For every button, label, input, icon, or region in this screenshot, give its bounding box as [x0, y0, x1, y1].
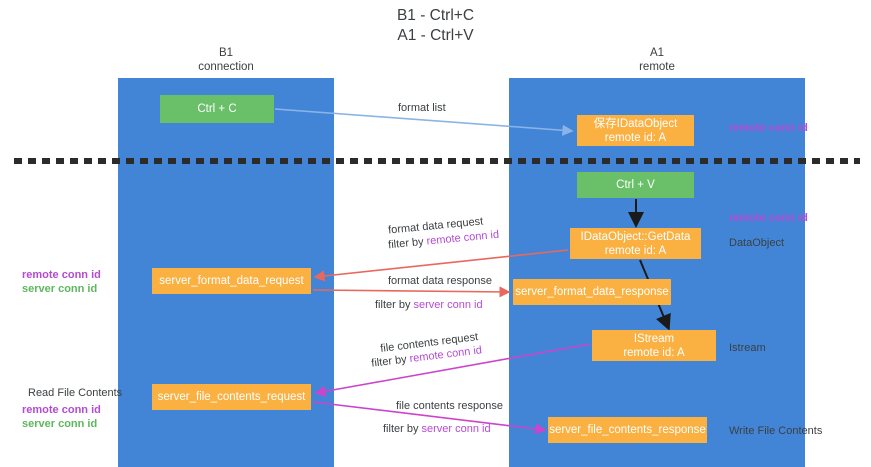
edge-file-contents-request — [314, 343, 591, 397]
annotation-istream: Istream — [729, 342, 766, 354]
node-idataobject-line1: 保存IDataObject — [593, 117, 678, 130]
annotation-read-file-contents: Read File Contents — [28, 387, 123, 399]
node-istream-text: IStream remote id: A — [623, 332, 684, 360]
annotation-remote-conn-id-top: remote conn id — [729, 122, 808, 134]
node-server-format-data-request[interactable]: server_format_data_request — [152, 268, 311, 294]
lane-a1-subtitle: remote — [639, 61, 675, 73]
node-idataobject[interactable]: 保存IDataObject remote id: A — [577, 115, 694, 146]
node-idataobject-text: 保存IDataObject remote id: A — [594, 117, 678, 145]
node-idataobject-line2: remote id: A — [604, 131, 667, 144]
node-istream-line2: remote id: A — [623, 346, 685, 359]
node-server-file-contents-request[interactable]: server_file_contents_request — [152, 384, 311, 410]
node-server-format-data-response[interactable]: server_format_data_response — [513, 279, 671, 305]
node-ctrl-v[interactable]: Ctrl + V — [577, 172, 694, 198]
node-server-file-contents-request-label: server_file_contents_request — [157, 391, 306, 403]
page-title: B1 - Ctrl+C A1 - Ctrl+V — [0, 6, 871, 46]
node-server-file-contents-response[interactable]: server_file_contents_response — [548, 417, 707, 443]
annotation-left-remote-conn-id-2: remote conn id — [22, 404, 101, 416]
annotation-left-server-conn-id-1: server conn id — [22, 283, 98, 295]
annotation-left-group-1: remote conn id server conn id — [22, 268, 101, 296]
edge-label-file-contents-response: file contents response — [396, 400, 504, 412]
edge-format-list — [274, 108, 574, 136]
node-server-format-data-request-label: server_format_data_request — [159, 275, 304, 287]
filter-prefix: filter by — [387, 235, 428, 252]
annotation-remote-conn-id-mid: remote conn id — [729, 212, 808, 224]
phase-divider — [14, 158, 860, 164]
node-getdata-line1: IDataObject::GetData — [580, 230, 691, 243]
edge-label-format-data-response-filter: filter by server conn id — [375, 298, 483, 312]
lane-header-b1: B1 connection — [146, 46, 306, 74]
node-ctrl-v-label: Ctrl + V — [616, 179, 655, 191]
edge-label-format-data-response: format data response — [388, 275, 492, 287]
edge-label-format-list: format list — [398, 102, 446, 114]
node-ctrl-c-label: Ctrl + C — [197, 103, 237, 115]
annotation-left-group-2: remote conn id server conn id — [22, 403, 101, 431]
node-istream-line1: IStream — [633, 332, 675, 345]
lane-b1-name: B1 — [218, 47, 234, 59]
node-server-file-contents-response-label: server_file_contents_response — [549, 424, 706, 436]
title-line-2: A1 - Ctrl+V — [397, 27, 474, 44]
edge-file-contents-response — [312, 401, 547, 435]
annotation-dataobject: DataObject — [729, 237, 785, 249]
edge-format-data-response — [312, 286, 511, 298]
filter-key: server conn id — [421, 423, 491, 435]
filter-prefix: filter by — [375, 299, 414, 311]
lane-a1-name: A1 — [649, 47, 665, 59]
node-server-format-data-response-label: server_format_data_response — [515, 286, 669, 298]
annotation-left-server-conn-id-2: server conn id — [22, 418, 98, 430]
filter-prefix: filter by — [383, 423, 422, 435]
title-line-1: B1 - Ctrl+C — [396, 7, 475, 24]
node-getdata-text: IDataObject::GetData remote id: A — [581, 230, 691, 258]
node-istream[interactable]: IStream remote id: A — [592, 330, 716, 361]
annotation-write-file-contents: Write File Contents — [729, 425, 823, 437]
annotation-left-remote-conn-id-1: remote conn id — [22, 269, 101, 281]
lane-b1-subtitle: connection — [198, 61, 254, 73]
node-getdata[interactable]: IDataObject::GetData remote id: A — [570, 228, 701, 259]
node-getdata-line2: remote id: A — [604, 244, 667, 257]
edge-format-data-request — [313, 249, 569, 282]
edge-label-file-contents-response-filter: filter by server conn id — [383, 422, 491, 436]
lane-header-a1: A1 remote — [577, 46, 737, 74]
filter-key: server conn id — [413, 299, 483, 311]
node-ctrl-c[interactable]: Ctrl + C — [160, 95, 274, 123]
